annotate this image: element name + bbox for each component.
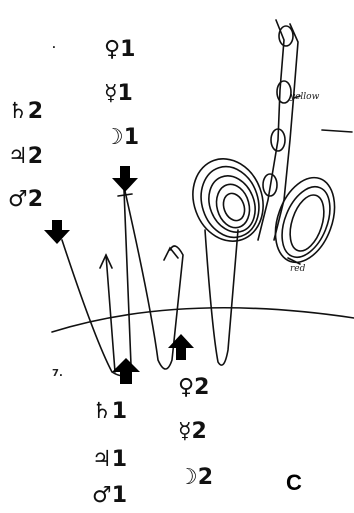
moon-icon: ☽ <box>178 465 198 490</box>
mars-2: ♂2 <box>8 188 43 212</box>
saturn-1: ♄1 <box>92 400 127 424</box>
annotation-red: red <box>290 264 305 274</box>
stalk-bead-2 <box>277 81 291 103</box>
annotation-yellow: yellow <box>290 92 319 102</box>
down-arrow-2 <box>44 220 70 244</box>
saturn-icon: ♄ <box>92 399 112 424</box>
moon-1: ☽1 <box>104 126 139 150</box>
moon-icon: ☽ <box>104 125 124 150</box>
margin-mark-top: . <box>52 40 56 51</box>
stalk-bead-1 <box>279 26 293 46</box>
loop-3 <box>106 255 115 372</box>
mars-icon: ♂ <box>92 483 112 508</box>
margin-mark-bottom: 7. <box>52 368 63 379</box>
panel-label: C <box>286 470 302 496</box>
loop-2 <box>122 178 183 369</box>
horizon-arc <box>52 308 354 332</box>
stalk <box>258 20 298 240</box>
loop-4 <box>205 230 238 365</box>
thin-arrowhead-2 <box>164 248 178 260</box>
jupiter-1: ♃1 <box>92 448 127 472</box>
venus-2: ♀2 <box>178 376 209 400</box>
jupiter-icon: ♃ <box>92 447 112 472</box>
jupiter-2: ♃2 <box>8 145 43 169</box>
jupiter-icon: ♃ <box>8 144 28 169</box>
up-arrow-2 <box>112 358 140 384</box>
mercury-1: ☿1 <box>104 82 133 106</box>
mercury-icon: ☿ <box>178 419 192 444</box>
saturn-icon: ♄ <box>8 99 28 124</box>
mercury-2: ☿2 <box>178 420 207 444</box>
leader-mid <box>322 130 352 132</box>
tick-1 <box>118 194 132 196</box>
mercury-icon: ☿ <box>104 81 118 106</box>
mars-icon: ♂ <box>8 187 28 212</box>
venus-icon: ♀ <box>104 37 120 62</box>
mars-1: ♂1 <box>92 484 127 508</box>
venus-1: ♀1 <box>104 38 135 62</box>
saturn-2: ♄2 <box>8 100 43 124</box>
loop-1 <box>62 190 131 376</box>
down-arrow-1 <box>112 166 138 192</box>
moon-2: ☽2 <box>178 466 213 490</box>
coil-left <box>182 149 275 251</box>
venus-icon: ♀ <box>178 375 194 400</box>
